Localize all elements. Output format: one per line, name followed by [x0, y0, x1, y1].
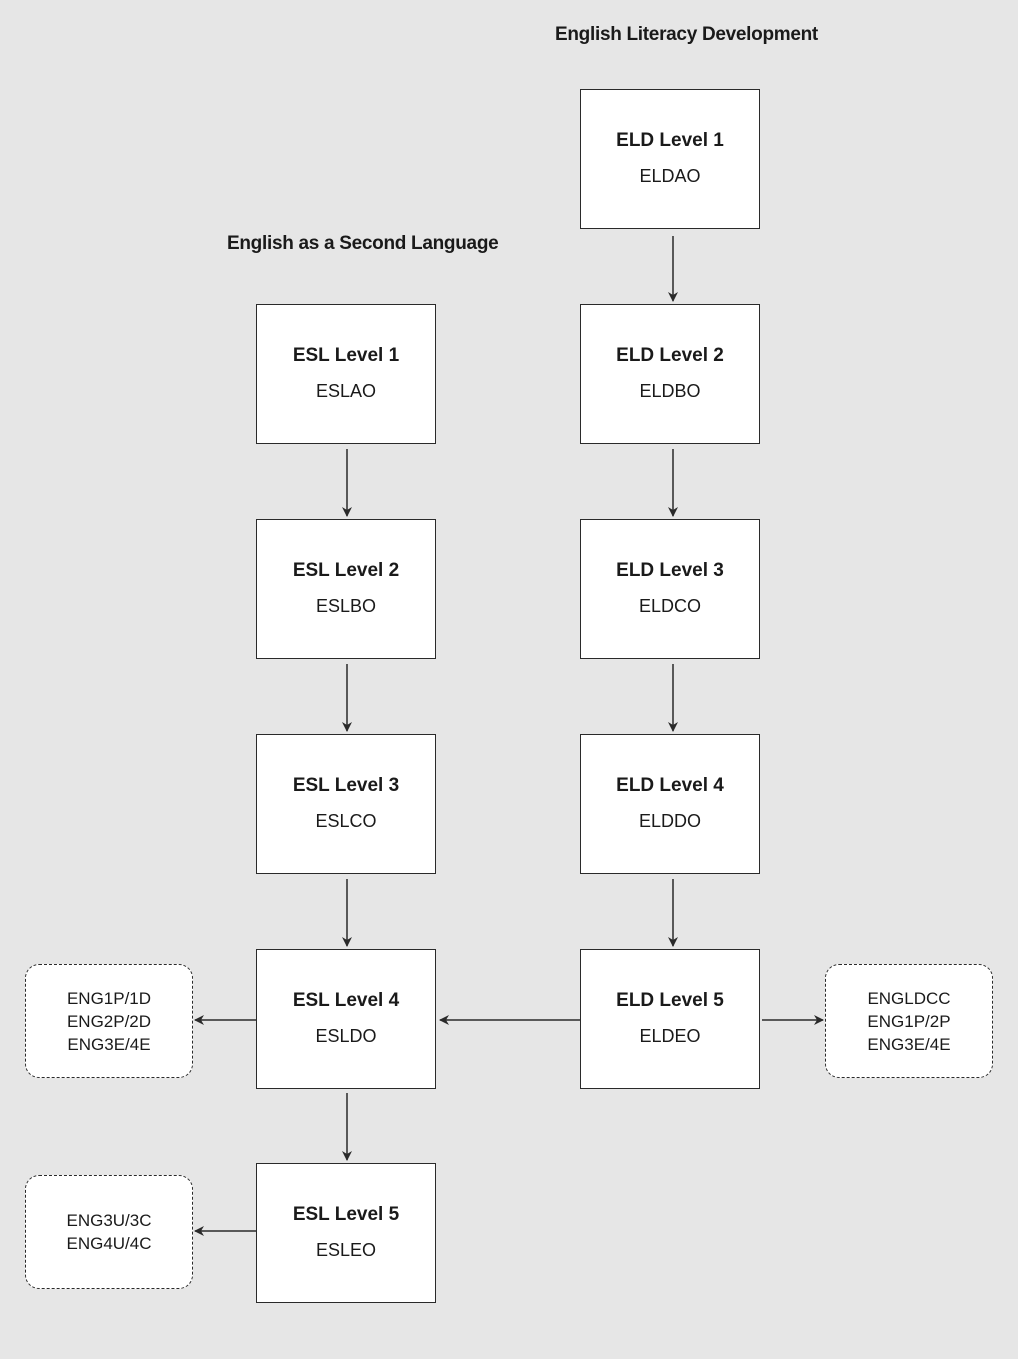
esl-level-4-box: ESL Level 4 ESLDO	[256, 949, 436, 1089]
eld-level-3-title: ELD Level 3	[616, 560, 724, 581]
eld-level-4-box: ELD Level 4 ELDDO	[580, 734, 760, 874]
eld-level-3-code: ELDCO	[638, 596, 701, 616]
outcome-course: ENG2P/2D	[66, 1011, 152, 1031]
eld-level-5-code: ELDEO	[639, 1026, 701, 1046]
outcome-course: ENG1P/2P	[867, 1011, 951, 1031]
esl-level-3-title: ESL Level 3	[292, 775, 400, 796]
esl-level-1-title: ESL Level 1	[292, 345, 400, 366]
esl-level-5-code: ESLEO	[315, 1240, 377, 1260]
eld-level-4-title: ELD Level 4	[616, 775, 724, 796]
esl-level-3-box: ESL Level 3 ESLCO	[256, 734, 436, 874]
esl-4-outcomes-box: ENG1P/1D ENG2P/2D ENG3E/4E	[25, 964, 193, 1078]
eld-level-2-box: ELD Level 2 ELDBO	[580, 304, 760, 444]
outcome-course: ENG1P/1D	[66, 988, 152, 1008]
outcome-course: ENGLDCC	[867, 988, 951, 1008]
eld-level-1-box: ELD Level 1 ELDAO	[580, 89, 760, 229]
eld-level-2-title: ELD Level 2	[616, 345, 724, 366]
eld-level-5-box: ELD Level 5 ELDEO	[580, 949, 760, 1089]
eld-heading: English Literacy Development	[555, 24, 818, 45]
eld-level-3-box: ELD Level 3 ELDCO	[580, 519, 760, 659]
esl-level-2-box: ESL Level 2 ESLBO	[256, 519, 436, 659]
esl-5-outcomes-box: ENG3U/3C ENG4U/4C	[25, 1175, 193, 1289]
esl-level-5-box: ESL Level 5 ESLEO	[256, 1163, 436, 1303]
esl-level-4-code: ESLDO	[315, 1026, 377, 1046]
eld-level-2-code: ELDBO	[639, 381, 701, 401]
esl-level-2-title: ESL Level 2	[292, 560, 400, 581]
esl-heading: English as a Second Language	[227, 233, 499, 254]
esl-level-4-title: ESL Level 4	[292, 990, 400, 1011]
eld-level-5-title: ELD Level 5	[616, 990, 724, 1011]
eld-5-outcomes-box: ENGLDCC ENG1P/2P ENG3E/4E	[825, 964, 993, 1078]
esl-level-1-box: ESL Level 1 ESLAO	[256, 304, 436, 444]
esl-level-3-code: ESLCO	[315, 811, 377, 831]
esl-level-2-code: ESLBO	[315, 596, 377, 616]
eld-level-1-code: ELDAO	[639, 166, 701, 186]
eld-level-4-code: ELDDO	[638, 811, 701, 831]
eld-level-1-title: ELD Level 1	[616, 130, 724, 151]
outcome-course: ENG4U/4C	[66, 1234, 152, 1253]
outcome-course: ENG3E/4E	[67, 1034, 151, 1054]
outcome-course: ENG3U/3C	[66, 1211, 152, 1230]
outcome-course: ENG3E/4E	[867, 1034, 951, 1054]
esl-level-5-title: ESL Level 5	[292, 1204, 400, 1225]
esl-level-1-code: ESLAO	[315, 381, 377, 401]
